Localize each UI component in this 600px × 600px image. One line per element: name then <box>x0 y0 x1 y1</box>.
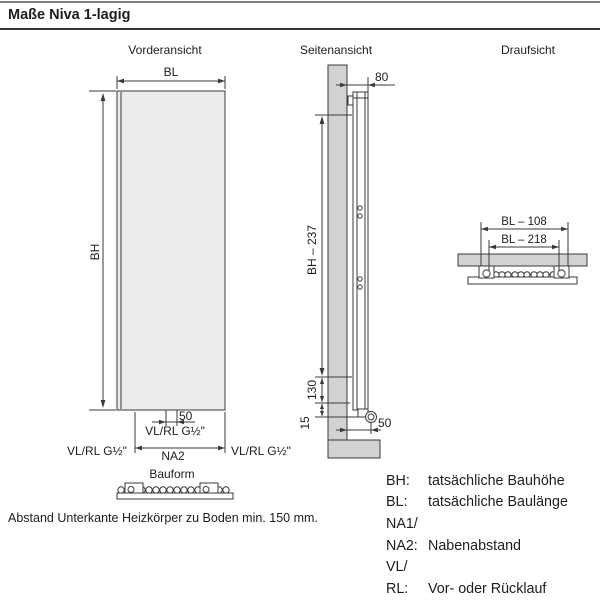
wall-section <box>327 64 348 441</box>
legend-row-na1: NA1/ <box>386 513 568 535</box>
bauform-section <box>116 482 234 500</box>
legend-key-bh: BH: <box>386 472 410 489</box>
legend-key-na2: NA2: <box>386 537 418 554</box>
top-view-title: Draufsicht <box>500 43 556 57</box>
legend-row-rl: RL: Vor- oder Rücklauf <box>386 578 568 600</box>
legend: BH: tatsächliche Bauhöhe BL: tatsächlich… <box>386 470 568 600</box>
conn-label-left: VL/RL G½" <box>67 444 127 458</box>
floor-section <box>327 439 381 459</box>
dim-label-na2: NA2 <box>161 449 185 463</box>
dim-label-130: 130 <box>305 379 320 401</box>
legend-value-bl: tatsächliche Baulänge <box>428 494 568 511</box>
dim-label-bl-108: BL – 108 <box>501 216 547 228</box>
legend-key-na1: NA1/ <box>386 515 418 532</box>
wall-bracket <box>347 95 354 106</box>
dim-label-50-front: 50 <box>179 409 193 423</box>
wall-band <box>457 253 588 267</box>
legend-row-na2: NA2: Nabenabstand <box>386 535 568 557</box>
top-view-drawing <box>457 222 588 285</box>
legend-key-vl: VL/ <box>386 559 408 576</box>
side-view-title: Seitenansicht <box>299 43 373 57</box>
legend-row-bl: BL: tatsächliche Baulänge <box>386 492 568 514</box>
front-view-title: Vorderansicht <box>128 43 202 57</box>
front-plate <box>467 276 578 285</box>
legend-value-bh: tatsächliche Bauhöhe <box>428 472 565 489</box>
side-view-drawing <box>315 64 395 459</box>
title-rule <box>0 28 600 30</box>
dim-label-bh: BH <box>88 243 103 261</box>
clearance-note: Abstand Unterkante Heizkörper zu Boden m… <box>8 511 318 525</box>
legend-row-bh: BH: tatsächliche Bauhöhe <box>386 470 568 492</box>
page-title: Maße Niva 1-lagig <box>8 7 131 23</box>
dim-label-15: 15 <box>298 416 313 430</box>
legend-value-na2: Nabenabstand <box>428 537 522 554</box>
dim-label-bl: BL <box>163 65 179 79</box>
legend-key-bl: BL: <box>386 494 408 511</box>
dim-label-bh-237: BH – 237 <box>305 224 320 276</box>
radiator-profile <box>352 91 369 411</box>
legend-value-rl: Vor- oder Rücklauf <box>428 580 547 597</box>
conn-label-center: VL/RL G½" <box>145 424 205 438</box>
front-view-drawing <box>89 76 234 500</box>
radiator-panel <box>116 90 226 411</box>
dim-label-50-side: 50 <box>378 416 392 430</box>
bauform-label: Bauform <box>149 467 195 481</box>
top-rule <box>0 1 600 3</box>
conn-label-right: VL/RL G½" <box>231 444 291 458</box>
legend-key-rl: RL: <box>386 580 409 597</box>
legend-row-vl: VL/ <box>386 556 568 578</box>
dim-label-bl-218: BL – 218 <box>501 234 547 246</box>
dim-label-80: 80 <box>375 70 389 84</box>
